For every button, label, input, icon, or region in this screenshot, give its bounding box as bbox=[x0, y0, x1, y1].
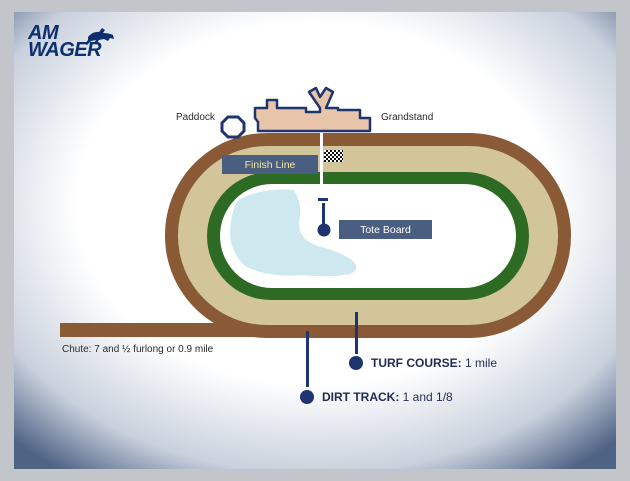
turf-course-name: TURF COURSE: bbox=[371, 356, 462, 370]
checkered-flag bbox=[324, 150, 343, 162]
tote-board-pin bbox=[317, 223, 331, 237]
turf-course-pin bbox=[349, 356, 363, 370]
finish-line-box bbox=[222, 155, 318, 174]
dirt-track-value: 1 and 1/8 bbox=[402, 390, 453, 404]
logo-line-2: WAGER bbox=[28, 39, 102, 61]
paddock-shape bbox=[220, 115, 246, 139]
tote-board-stem bbox=[322, 203, 325, 224]
dirt-track-pin bbox=[300, 390, 314, 404]
dirt-track-name: DIRT TRACK: bbox=[322, 390, 400, 404]
infield-lake bbox=[230, 189, 357, 277]
paddock-label: Paddock bbox=[176, 112, 215, 123]
tote-board-label: Tote Board bbox=[360, 223, 411, 236]
chute bbox=[60, 323, 260, 337]
chute-label: Chute: 7 and ½ furlong or 0.9 mile bbox=[62, 344, 214, 355]
grandstand bbox=[253, 86, 372, 133]
grandstand-label: Grandstand bbox=[381, 112, 434, 123]
finish-post bbox=[320, 133, 323, 185]
amwager-logo: AM WAGER bbox=[28, 22, 128, 62]
tote-board-box bbox=[339, 220, 432, 239]
logo-line-1: AM bbox=[28, 22, 59, 44]
horse-jockey-icon bbox=[85, 28, 114, 45]
dirt-track-stem bbox=[306, 331, 309, 387]
turf-course-legend: TURF COURSE: 1 mile bbox=[371, 356, 497, 370]
turf-course-value: 1 mile bbox=[465, 356, 498, 370]
dirt-track-legend: DIRT TRACK: 1 and 1/8 bbox=[322, 390, 453, 404]
turf-course-stem bbox=[355, 312, 358, 354]
tote-board-bar bbox=[318, 198, 328, 201]
finish-line-label: Finish Line bbox=[244, 158, 296, 171]
